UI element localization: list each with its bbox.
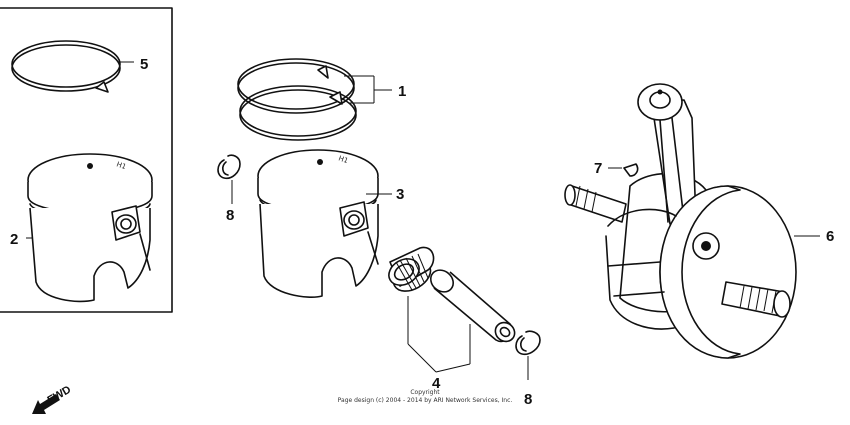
piston-ring-part-5 [11, 40, 134, 93]
kit-border [0, 7, 173, 313]
arrow-icon [32, 394, 60, 414]
piston-part-2: H1 [27, 153, 153, 303]
piston-stamp: H1 [115, 160, 127, 171]
callout-1: 1 [398, 83, 406, 100]
circlip-part-8-upper [217, 154, 241, 204]
callout-3: 3 [396, 186, 404, 203]
callout-8-upper: 8 [226, 207, 234, 224]
callout-2: 2 [10, 231, 18, 248]
fwd-label: FWD [46, 384, 74, 407]
bearing-and-pin-part-4 [388, 246, 516, 373]
woodruff-key-part-7 [608, 163, 639, 177]
piston-rings-part-1 [237, 58, 392, 141]
callout-8-lower: 8 [524, 391, 532, 408]
fwd-direction-indicator: FWD [32, 384, 73, 414]
copyright-line-1: Copyright [410, 389, 440, 396]
crankshaft-part-6 [564, 83, 820, 359]
piston-part-3: H1 [257, 149, 392, 298]
copyright-line-2: Page design (c) 2004 - 2014 by ARI Netwo… [338, 397, 513, 404]
callout-4: 4 [432, 375, 441, 392]
callout-5: 5 [140, 56, 148, 73]
callout-6: 6 [826, 228, 834, 245]
circlip-part-8-lower [515, 330, 541, 380]
piston-stamp: H1 [337, 154, 349, 165]
callout-7: 7 [594, 160, 602, 177]
